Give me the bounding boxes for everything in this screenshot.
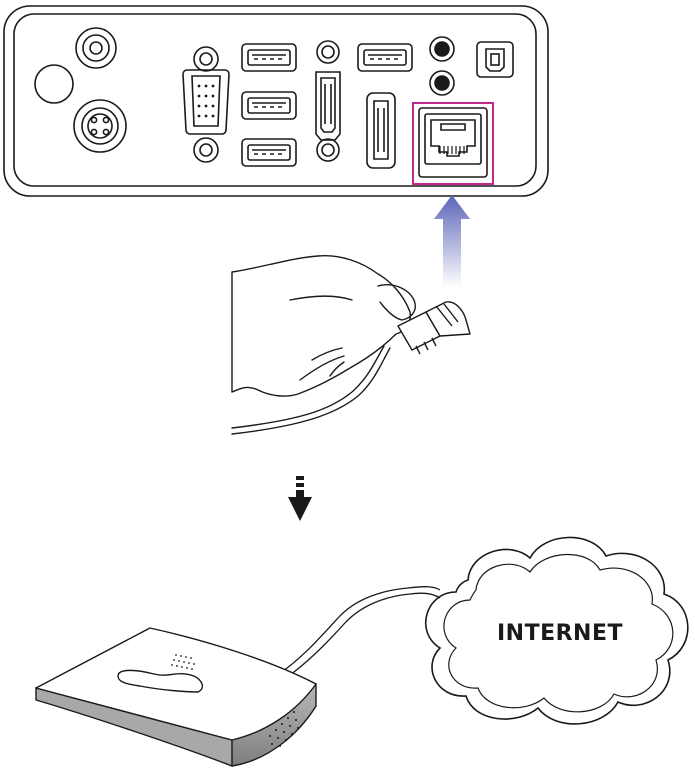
- power-button-icon: [34, 64, 74, 104]
- usb-port-icon: [241, 43, 297, 72]
- hdmi-port-icon: [315, 40, 341, 162]
- ethernet-port-icon: [418, 107, 488, 178]
- network-cable: [275, 586, 441, 682]
- router-icon: [35, 627, 317, 767]
- usb-port-icon: [241, 91, 297, 120]
- vga-port-icon: [182, 46, 230, 163]
- ethernet-port-highlight: [412, 102, 494, 185]
- hand-icon: [231, 254, 416, 435]
- dc-in-port-icon: [73, 99, 127, 153]
- rj45-plug-icon: [397, 301, 471, 355]
- antenna-connector-icon: [75, 27, 117, 69]
- usb-port-icon: [241, 138, 297, 167]
- down-arrow-icon: [288, 476, 312, 521]
- optical-port-icon: [476, 41, 514, 78]
- audio-jack-icon: [429, 36, 455, 62]
- audio-jack-icon: [429, 70, 455, 96]
- esata-port-icon: [366, 92, 396, 169]
- computer-back-panel: [3, 5, 549, 197]
- cloud-icon: INTERNET: [424, 536, 689, 725]
- insert-up-arrow-icon: [434, 195, 470, 287]
- panel-inner-frame: [13, 13, 537, 187]
- router-vent-dots: [171, 654, 195, 670]
- cloud-label: INTERNET: [497, 621, 623, 646]
- panel-outer-frame: [3, 5, 549, 197]
- usb-port-icon: [357, 43, 413, 72]
